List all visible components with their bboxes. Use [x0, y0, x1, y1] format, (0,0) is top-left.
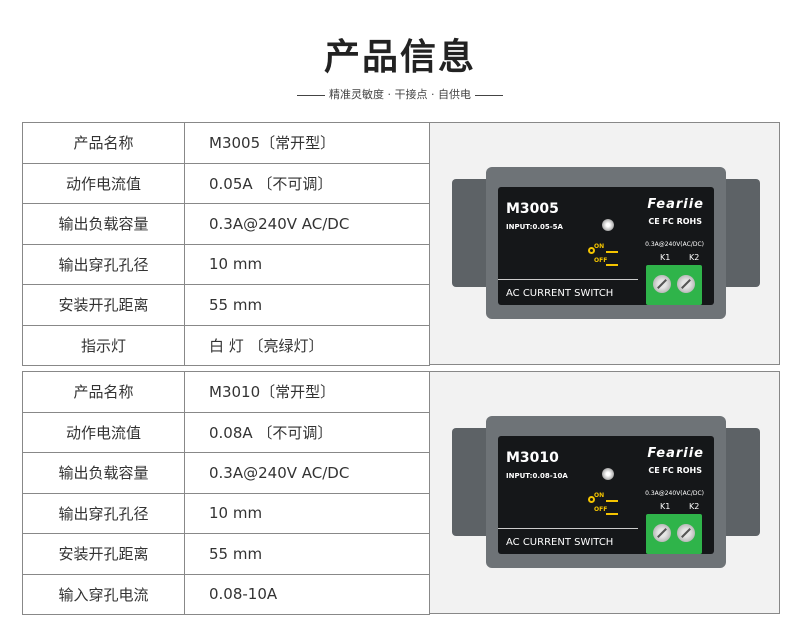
off-label: OFF	[594, 257, 608, 264]
brand-logo: Feariie	[647, 197, 704, 212]
device-rating-label: 0.3A@240V(AC/DC)	[645, 490, 704, 497]
indicator-led-icon	[602, 219, 614, 231]
terminal-block	[646, 514, 702, 554]
switch-off-icon	[606, 513, 618, 515]
spec-label: 动作电流值	[22, 162, 185, 204]
spec-value: M3005〔常开型〕	[184, 122, 430, 164]
spec-value: 10 mm	[184, 243, 430, 285]
spec-label: 动作电流值	[22, 411, 185, 453]
screw-icon	[653, 524, 671, 542]
device-caption: AC CURRENT SWITCH	[506, 288, 614, 299]
screw-icon	[653, 275, 671, 293]
table-row: 指示灯白 灯 〔亮绿灯〕	[22, 324, 430, 366]
page-subtitle: 精准灵敏度 · 干接点 · 自供电	[0, 86, 800, 102]
spec-value: 10 mm	[184, 492, 430, 534]
cert-marks: CE FC ROHS	[648, 466, 702, 475]
page-title: 产品信息	[323, 37, 476, 78]
device-model-label: M3005	[506, 201, 559, 217]
device-panel: M3005 INPUT:0.05-5A Feariie CE FC ROHS 0…	[498, 187, 714, 305]
switch-off-icon	[606, 264, 618, 266]
off-label: OFF	[594, 506, 608, 513]
spec-value: 0.08-10A	[184, 573, 430, 615]
brand-logo: Feariie	[647, 446, 704, 461]
spec-label: 安装开孔距离	[22, 533, 185, 575]
on-label: ON	[594, 243, 605, 250]
spec-label: 指示灯	[22, 324, 185, 366]
status-ring-icon	[588, 496, 595, 503]
switch-on-icon	[606, 500, 618, 502]
status-ring-icon	[588, 247, 595, 254]
device-illustration: M3005 INPUT:0.05-5A Feariie CE FC ROHS 0…	[452, 167, 760, 325]
screw-icon	[677, 524, 695, 542]
spec-label: 输出负载容量	[22, 203, 185, 245]
screw-icon	[677, 275, 695, 293]
divider	[474, 94, 503, 96]
spec-label: 输出穿孔孔径	[22, 243, 185, 285]
device-model-label: M3010	[506, 450, 559, 466]
spec-value: 0.05A 〔不可调〕	[184, 162, 430, 204]
device-input-label: INPUT:0.08-10A	[506, 472, 568, 480]
device-caption: AC CURRENT SWITCH	[506, 537, 614, 548]
terminal-k2-label: K2	[689, 253, 700, 262]
device-panel: M3010 INPUT:0.08-10A Feariie CE FC ROHS …	[498, 436, 714, 554]
terminal-k1-label: K1	[660, 502, 671, 511]
device-input-label: INPUT:0.05-5A	[506, 223, 563, 231]
device-rating-label: 0.3A@240V(AC/DC)	[645, 241, 704, 248]
on-label: ON	[594, 492, 605, 499]
terminal-k2-label: K2	[689, 502, 700, 511]
divider	[297, 94, 325, 96]
spec-value: 白 灯 〔亮绿灯〕	[184, 324, 430, 366]
spec-value: 55 mm	[184, 533, 430, 575]
spec-value: 0.3A@240V AC/DC	[184, 203, 430, 245]
caption-strip	[498, 279, 638, 305]
product-photo: M3010 INPUT:0.08-10A Feariie CE FC ROHS …	[430, 371, 780, 614]
cert-marks: CE FC ROHS	[648, 217, 702, 226]
indicator-led-icon	[602, 468, 614, 480]
terminal-k1-label: K1	[660, 253, 671, 262]
spec-label: 安装开孔距离	[22, 284, 185, 326]
device-illustration: M3010 INPUT:0.08-10A Feariie CE FC ROHS …	[452, 416, 760, 574]
switch-on-icon	[606, 251, 618, 253]
spec-label: 产品名称	[22, 122, 185, 164]
product-photo: M3005 INPUT:0.05-5A Feariie CE FC ROHS 0…	[430, 122, 780, 365]
subtitle-text: 精准灵敏度 · 干接点 · 自供电	[329, 88, 471, 101]
spec-label: 输出穿孔孔径	[22, 492, 185, 534]
spec-label: 产品名称	[22, 371, 185, 413]
terminal-block	[646, 265, 702, 305]
spec-value: 0.3A@240V AC/DC	[184, 452, 430, 494]
spec-label: 输入穿孔电流	[22, 573, 185, 615]
spec-value: 55 mm	[184, 284, 430, 326]
caption-strip	[498, 528, 638, 554]
spec-label: 输出负载容量	[22, 452, 185, 494]
spec-value: M3010〔常开型〕	[184, 371, 430, 413]
spec-value: 0.08A 〔不可调〕	[184, 411, 430, 453]
